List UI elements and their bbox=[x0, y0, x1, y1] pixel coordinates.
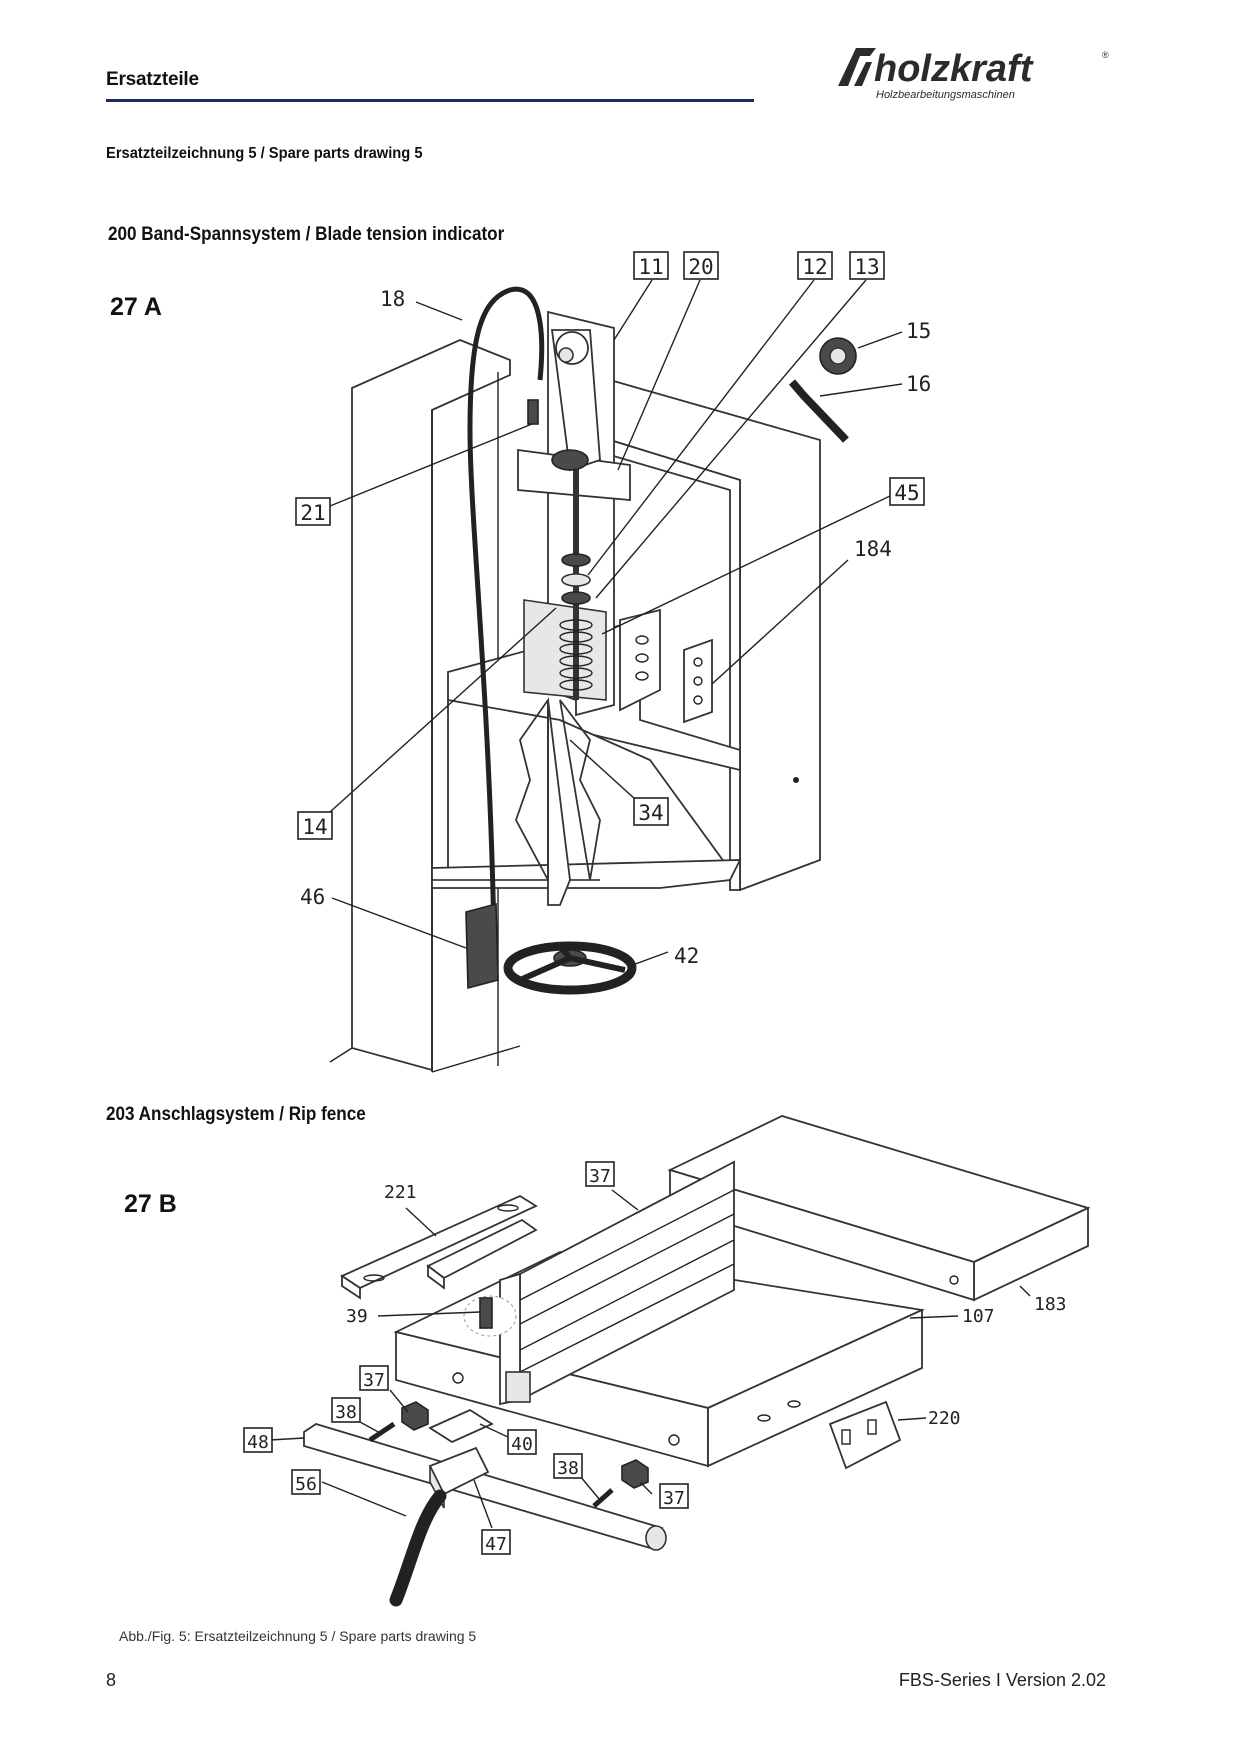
figure-27a-label: 27 A bbox=[110, 293, 162, 321]
callout-107: 107 bbox=[962, 1306, 995, 1327]
tension-system-drawing bbox=[329, 286, 857, 1073]
hex-nut-a bbox=[401, 1401, 429, 1431]
callout-38-bolt-b: 38 bbox=[557, 1458, 579, 1479]
callout-12: 12 bbox=[802, 255, 827, 279]
angle-bracket bbox=[828, 1400, 902, 1470]
callout-45: 45 bbox=[894, 481, 919, 505]
bottom-tray bbox=[431, 859, 742, 889]
callout-184: 184 bbox=[854, 537, 892, 561]
callout-11: 11 bbox=[638, 255, 663, 279]
callouts-27b: 37 221 39 183 107 37 38 48 40 220 38 37 … bbox=[243, 1161, 1067, 1555]
clamp-handle bbox=[389, 1489, 447, 1607]
callout-18: 18 bbox=[380, 287, 405, 311]
callout-56: 56 bbox=[295, 1474, 317, 1495]
document-version: FBS-Series I Version 2.02 bbox=[898, 1670, 1106, 1690]
callout-13: 13 bbox=[854, 255, 879, 279]
callout-38-bolt-a: 38 bbox=[335, 1402, 357, 1423]
brand-logo: holzkraft ® Holzbearbeitungsmaschinen bbox=[836, 44, 1116, 104]
locking-lever bbox=[788, 379, 849, 443]
indicator-box bbox=[465, 902, 499, 990]
callout-21: 21 bbox=[300, 501, 325, 525]
callout-40: 40 bbox=[511, 1434, 533, 1455]
callout-37-nut-a: 37 bbox=[363, 1370, 385, 1391]
section-b-heading: 203 Anschlagsystem / Rip fence bbox=[106, 1104, 366, 1125]
screw bbox=[479, 1297, 493, 1329]
callout-37-fence: 37 bbox=[589, 1166, 611, 1187]
callout-221: 221 bbox=[384, 1182, 417, 1203]
logo-subtitle: Holzbearbeitungsmaschinen bbox=[876, 89, 1015, 101]
indicator-cable bbox=[467, 286, 545, 941]
callout-42: 42 bbox=[674, 944, 699, 968]
tension-arm bbox=[550, 329, 601, 472]
callouts-27a: 11 20 12 13 15 16 18 21 45 184 14 34 46 … bbox=[295, 251, 931, 968]
callout-leaders-27a bbox=[329, 279, 903, 967]
callout-183: 183 bbox=[1034, 1294, 1067, 1315]
logo-wordmark: holzkraft bbox=[874, 48, 1034, 90]
handwheel bbox=[503, 941, 637, 995]
spring-coil bbox=[559, 619, 593, 691]
logo-registered: ® bbox=[1102, 50, 1109, 60]
section-a-heading: 200 Band-Spannsystem / Blade tension ind… bbox=[108, 224, 505, 245]
callout-20: 20 bbox=[688, 255, 713, 279]
page-section-title: Ersatzteile bbox=[106, 69, 199, 90]
callout-48: 48 bbox=[247, 1432, 269, 1453]
clamp-plate bbox=[428, 1408, 494, 1444]
page-number: 8 bbox=[106, 1670, 117, 1690]
drawing-title: Ersatzteilzeichnung 5 / Spare parts draw… bbox=[106, 145, 423, 162]
callout-leaders-27b bbox=[269, 1189, 1031, 1529]
callout-16: 16 bbox=[906, 372, 931, 396]
logo-mark-icon: holzkraft ® Holzbearbeitungsmaschinen bbox=[838, 48, 1109, 101]
callout-14: 14 bbox=[302, 815, 327, 839]
callout-15: 15 bbox=[906, 319, 931, 343]
rip-fence-drawing bbox=[303, 1115, 1091, 1607]
header-rule bbox=[106, 99, 754, 102]
hex-nut-b bbox=[621, 1459, 649, 1489]
figure-27b-label: 27 B bbox=[124, 1190, 177, 1218]
callout-37-nut-b: 37 bbox=[663, 1488, 685, 1509]
callout-220: 220 bbox=[928, 1408, 961, 1429]
callout-47: 47 bbox=[485, 1534, 507, 1555]
callout-39: 39 bbox=[346, 1306, 368, 1327]
figure-caption: Abb./Fig. 5: Ersatzteilzeichnung 5 / Spa… bbox=[119, 1628, 477, 1644]
callout-46: 46 bbox=[300, 885, 325, 909]
callout-34: 34 bbox=[638, 801, 663, 825]
